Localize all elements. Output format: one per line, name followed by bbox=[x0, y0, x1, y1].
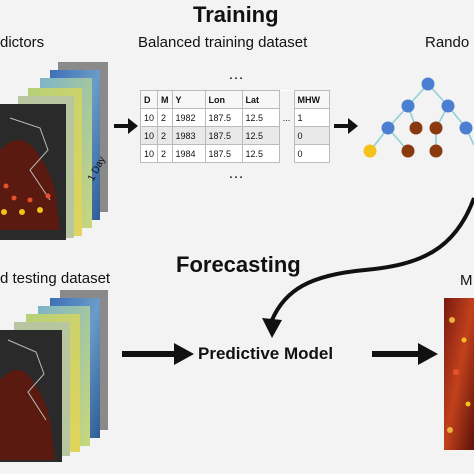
testing-map-stack bbox=[0, 290, 108, 462]
table-cell: 1984 bbox=[171, 144, 206, 163]
arrow-to-model bbox=[122, 343, 194, 365]
col-header-y: Y bbox=[171, 90, 206, 109]
table-cell-gap: ... bbox=[278, 108, 295, 127]
table-cell: 0 bbox=[293, 126, 330, 145]
table-cell: 1 bbox=[293, 108, 330, 127]
balanced-dataset-label: Balanced training dataset bbox=[138, 34, 308, 51]
event-marker bbox=[1, 209, 7, 215]
tree-node bbox=[459, 121, 473, 135]
output-label: M bbox=[460, 272, 473, 289]
tree-node bbox=[401, 99, 415, 113]
col-header-gap bbox=[278, 90, 295, 109]
heat-region bbox=[0, 140, 60, 230]
predictor-map-stack bbox=[0, 62, 108, 240]
table-cell: 187.5 bbox=[204, 126, 243, 145]
output-dot bbox=[447, 427, 453, 433]
table-header-row: D M Y Lon Lat MHW bbox=[139, 90, 330, 109]
table-cell: 0 bbox=[293, 144, 330, 163]
output-dot bbox=[465, 401, 471, 407]
col-header-d: D bbox=[139, 90, 159, 109]
table-cell: 2 bbox=[157, 108, 173, 127]
random-forest-label: Rando bbox=[425, 34, 470, 51]
tree-leaf bbox=[409, 121, 423, 135]
table-cell: 12.5 bbox=[241, 108, 280, 127]
table-cell: 1982 bbox=[171, 108, 206, 127]
arrow-to-table bbox=[114, 118, 138, 134]
output-map bbox=[444, 298, 474, 450]
tree-node bbox=[421, 77, 435, 91]
training-table: D M Y Lon Lat MHW 10 2 1982 187.5 12.5 .… bbox=[139, 90, 330, 163]
table-cell: 1983 bbox=[171, 126, 206, 145]
table-cell: 10 bbox=[139, 108, 159, 127]
output-heatmap bbox=[444, 298, 474, 450]
table-ellipsis-top: … bbox=[228, 66, 245, 83]
table-ellipsis-bottom: … bbox=[228, 165, 245, 182]
table-cell: 187.5 bbox=[204, 108, 243, 127]
table-cell: 12.5 bbox=[241, 126, 280, 145]
coastline bbox=[7, 339, 47, 421]
col-header-m: M bbox=[157, 90, 173, 109]
output-dot bbox=[449, 317, 455, 323]
table-row: 10 2 1982 187.5 12.5 ... 1 bbox=[139, 108, 330, 127]
event-marker bbox=[11, 195, 17, 201]
table-cell: 10 bbox=[139, 126, 159, 145]
event-marker bbox=[37, 207, 43, 213]
col-header-lat: Lat bbox=[241, 90, 280, 109]
table-cell: 12.5 bbox=[241, 144, 280, 163]
col-header-mhw: MHW bbox=[293, 90, 330, 109]
event-marker bbox=[3, 183, 9, 189]
tree-leaf bbox=[429, 121, 443, 135]
table-cell: 2 bbox=[157, 144, 173, 163]
col-header-lon: Lon bbox=[204, 90, 243, 109]
forecasting-title: Forecasting bbox=[176, 252, 301, 277]
arrow-forest-to-model bbox=[262, 197, 474, 338]
table-cell-gap bbox=[278, 144, 295, 163]
predictors-label: dictors bbox=[0, 34, 45, 51]
output-dot bbox=[453, 369, 459, 375]
tree-leaf bbox=[401, 144, 415, 158]
table-row: 10 2 1983 187.5 12.5 0 bbox=[139, 126, 330, 145]
output-dot bbox=[461, 337, 467, 343]
event-marker bbox=[27, 197, 33, 203]
table-cell: 2 bbox=[157, 126, 173, 145]
table-cell-gap bbox=[278, 126, 295, 145]
training-title: Training bbox=[193, 2, 279, 27]
testing-dataset-label: d testing dataset bbox=[0, 270, 111, 287]
coastline bbox=[9, 117, 51, 201]
arrow-to-forest bbox=[334, 118, 358, 134]
arrow-to-output bbox=[372, 343, 438, 365]
event-marker bbox=[45, 193, 51, 199]
table-row: 10 2 1984 187.5 12.5 0 bbox=[139, 144, 330, 163]
heat-region bbox=[0, 370, 55, 460]
table-cell: 187.5 bbox=[204, 144, 243, 163]
table-cell: 10 bbox=[139, 144, 159, 163]
random-forest-tree bbox=[363, 77, 474, 158]
tree-node bbox=[381, 121, 395, 135]
tree-leaf bbox=[429, 144, 443, 158]
tree-leaf-yellow bbox=[363, 144, 377, 158]
tree-node bbox=[441, 99, 455, 113]
event-marker bbox=[19, 209, 25, 215]
training-table-wrap: D M Y Lon Lat MHW 10 2 1982 187.5 12.5 .… bbox=[139, 90, 330, 163]
predictive-model-label: Predictive Model bbox=[198, 344, 334, 363]
